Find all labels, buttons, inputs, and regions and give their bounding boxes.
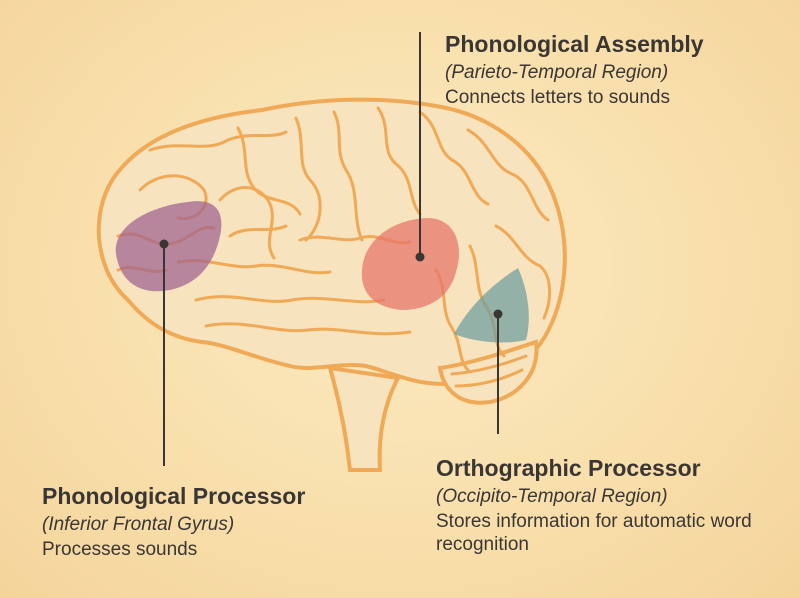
phonological-processor-subtitle: (Inferior Frontal Gyrus) [42,513,235,535]
label-phonological-assembly: Phonological Assembly (Parieto-Temporal … [445,31,704,110]
phonological-assembly-title: Phonological Assembly [445,31,704,57]
orthographic-processor-title: Orthographic Processor [436,455,701,481]
brain-cerebrum [96,97,567,387]
brain-stem [327,365,402,472]
region-phonological-assembly [361,218,459,310]
phonological-assembly-description: Connects letters to sounds [445,87,670,109]
phonological-processor-title: Phonological Processor [42,483,306,509]
orthographic-processor-description: Stores information for automatic word re… [436,511,752,556]
leader-dot-orthographic [493,309,503,319]
brain-cerebellum [437,339,539,405]
label-orthographic-processor: Orthographic Processor (Occipito-Tempora… [436,455,766,557]
leader-dot-phonological [159,239,169,249]
orthographic-processor-subtitle: (Occipito-Temporal Region) [436,485,668,507]
region-highlights [115,201,529,343]
region-orthographic-processor [454,268,529,343]
brain-folds [116,106,551,388]
leader-lines [159,32,503,466]
phonological-processor-description: Processes sounds [42,539,198,561]
brain-illustration [96,97,567,472]
label-phonological-processor: Phonological Processor (Inferior Frontal… [42,483,305,562]
region-phonological-processor [115,201,222,292]
leader-dot-assembly [415,252,425,262]
phonological-assembly-subtitle: (Parieto-Temporal Region) [445,61,669,83]
